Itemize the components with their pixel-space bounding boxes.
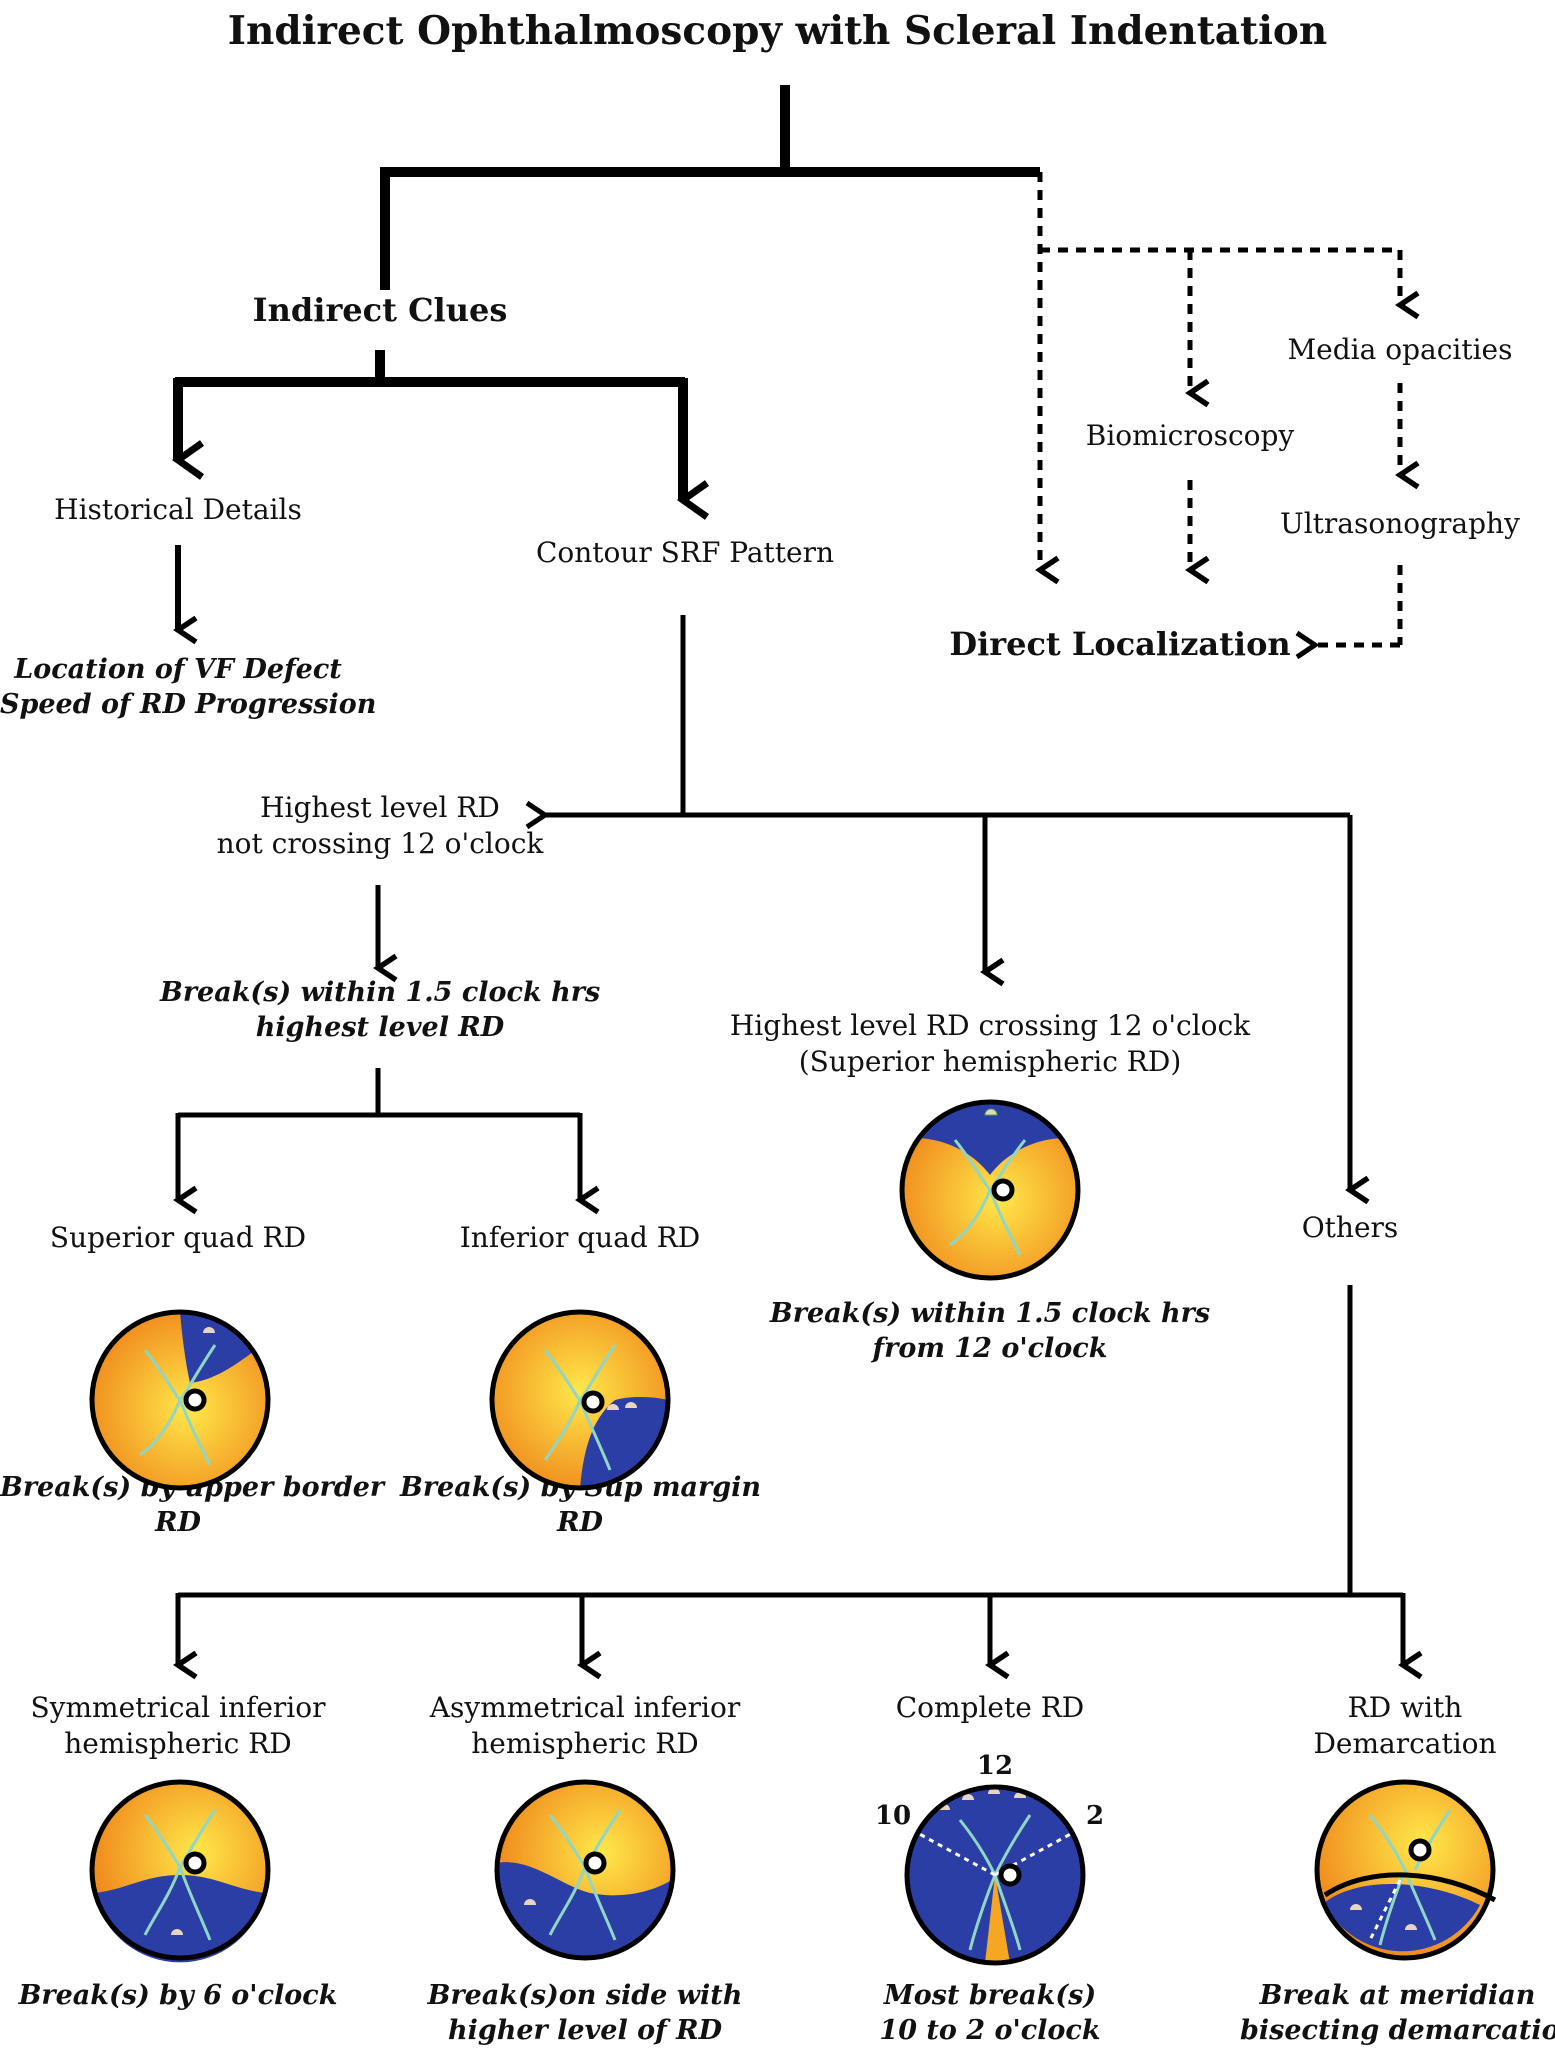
node-highest-crossing: Highest level RD crossing 12 o'clock (Su… xyxy=(720,1008,1260,1081)
highest-crossing-line-2: (Superior hemispheric RD) xyxy=(798,1045,1182,1079)
break-from12-line-1: Break(s) within 1.5 clock hrs xyxy=(769,1298,1211,1329)
fundus-symmetrical-inferior xyxy=(89,1779,271,1963)
break-10-to-2: Most break(s) 10 to 2 o'clock xyxy=(850,1978,1130,2048)
node-highest-not-crossing: Highest level RD not crossing 12 o'clock xyxy=(190,790,570,863)
fundus-superior-quad xyxy=(89,1309,271,1491)
clock-2-label: 2 xyxy=(1085,1801,1105,1831)
contour-branch xyxy=(173,615,1370,1215)
demarc-break-line-2: bisecting demarcation xyxy=(1240,2015,1555,2047)
break-higher-side: Break(s)on side with higher level of RD xyxy=(420,1978,750,2048)
break-from12-line-2: from 12 o'clock xyxy=(872,1333,1108,1365)
break-upper-line-2: RD xyxy=(155,1507,201,1539)
historical-line-1: Location of VF Defect xyxy=(14,654,342,685)
demarc-line-1: RD with xyxy=(1347,1691,1463,1724)
fundus-inferior-quad xyxy=(489,1309,671,1491)
node-media-opacities: Media opacities xyxy=(1287,333,1513,366)
clock-10-label: 10 xyxy=(874,1801,912,1831)
break-within-line-1: Break(s) within 1.5 clock hrs xyxy=(160,977,601,1008)
others-branch xyxy=(173,1285,1423,1680)
complete-break-line-2: 10 to 2 o'clock xyxy=(879,2015,1101,2047)
asym-line-1: Asymmetrical inferior xyxy=(429,1691,741,1724)
diagram-title: Indirect Ophthalmoscopy with Scleral Ind… xyxy=(227,8,1328,54)
highest-crossing-line-1: Highest level RD crossing 12 o'clock xyxy=(729,1009,1251,1042)
node-asymmetrical-inferior: Asymmetrical inferior hemispheric RD xyxy=(420,1690,750,1763)
node-break-from-12: Break(s) within 1.5 clock hrs from 12 o'… xyxy=(760,1296,1220,1366)
break-6-oclock: Break(s) by 6 o'clock xyxy=(18,1980,338,2011)
clock-12-label: 12 xyxy=(976,1751,1014,1781)
fundus-asymmetrical-inferior xyxy=(494,1779,676,1961)
sym-line-2: hemispheric RD xyxy=(64,1727,292,1761)
highest-not-crossing-line-1: Highest level RD xyxy=(260,791,500,824)
node-others: Others xyxy=(1301,1211,1399,1244)
node-indirect-clues: Indirect Clues xyxy=(252,291,508,329)
fundus-rd-demarcation xyxy=(1314,1779,1497,1961)
sym-line-1: Symmetrical inferior xyxy=(30,1691,326,1724)
node-direct-localization: Direct Localization xyxy=(949,625,1291,663)
node-ultrasonography: Ultrasonography xyxy=(1280,507,1520,540)
top-trunk xyxy=(380,85,1040,290)
node-rd-demarcation: RD with Demarcation xyxy=(1290,1690,1520,1763)
demarc-line-2: Demarcation xyxy=(1313,1727,1497,1761)
break-within-line-2: highest level RD xyxy=(255,1012,505,1044)
fundus-superior-hemispheric xyxy=(899,1099,1081,1281)
node-complete-rd: Complete RD xyxy=(895,1691,1085,1724)
node-inferior-quad: Inferior quad RD xyxy=(459,1221,701,1254)
break-meridian: Break at meridian bisecting demarcation xyxy=(1240,1978,1555,2048)
fundus-complete-rd xyxy=(904,1784,1086,1966)
break-sup-line-2: RD xyxy=(557,1507,603,1539)
asym-break-line-2: higher level of RD xyxy=(447,2015,723,2047)
indirect-branch xyxy=(171,350,710,520)
node-superior-quad: Superior quad RD xyxy=(49,1221,307,1254)
asym-line-2: hemispheric RD xyxy=(471,1727,699,1761)
complete-break-line-1: Most break(s) xyxy=(883,1980,1097,2011)
asym-break-line-1: Break(s)on side with xyxy=(427,1980,743,2011)
node-contour-srf-pattern: Contour SRF Pattern xyxy=(535,536,835,569)
historical-subtext: Location of VF Defect Speed of RD Progre… xyxy=(0,652,377,722)
node-historical-details: Historical Details xyxy=(54,493,302,526)
node-break-within-highest: Break(s) within 1.5 clock hrs highest le… xyxy=(160,975,600,1045)
direct-branch xyxy=(1035,172,1420,660)
node-biomicroscopy: Biomicroscopy xyxy=(1085,419,1295,452)
demarc-break-line-1: Break at meridian xyxy=(1259,1980,1536,2011)
highest-not-crossing-line-2: not crossing 12 o'clock xyxy=(216,827,544,861)
historical-line-2: Speed of RD Progression xyxy=(0,689,377,721)
node-symmetrical-inferior: Symmetrical inferior hemispheric RD xyxy=(18,1690,338,1763)
